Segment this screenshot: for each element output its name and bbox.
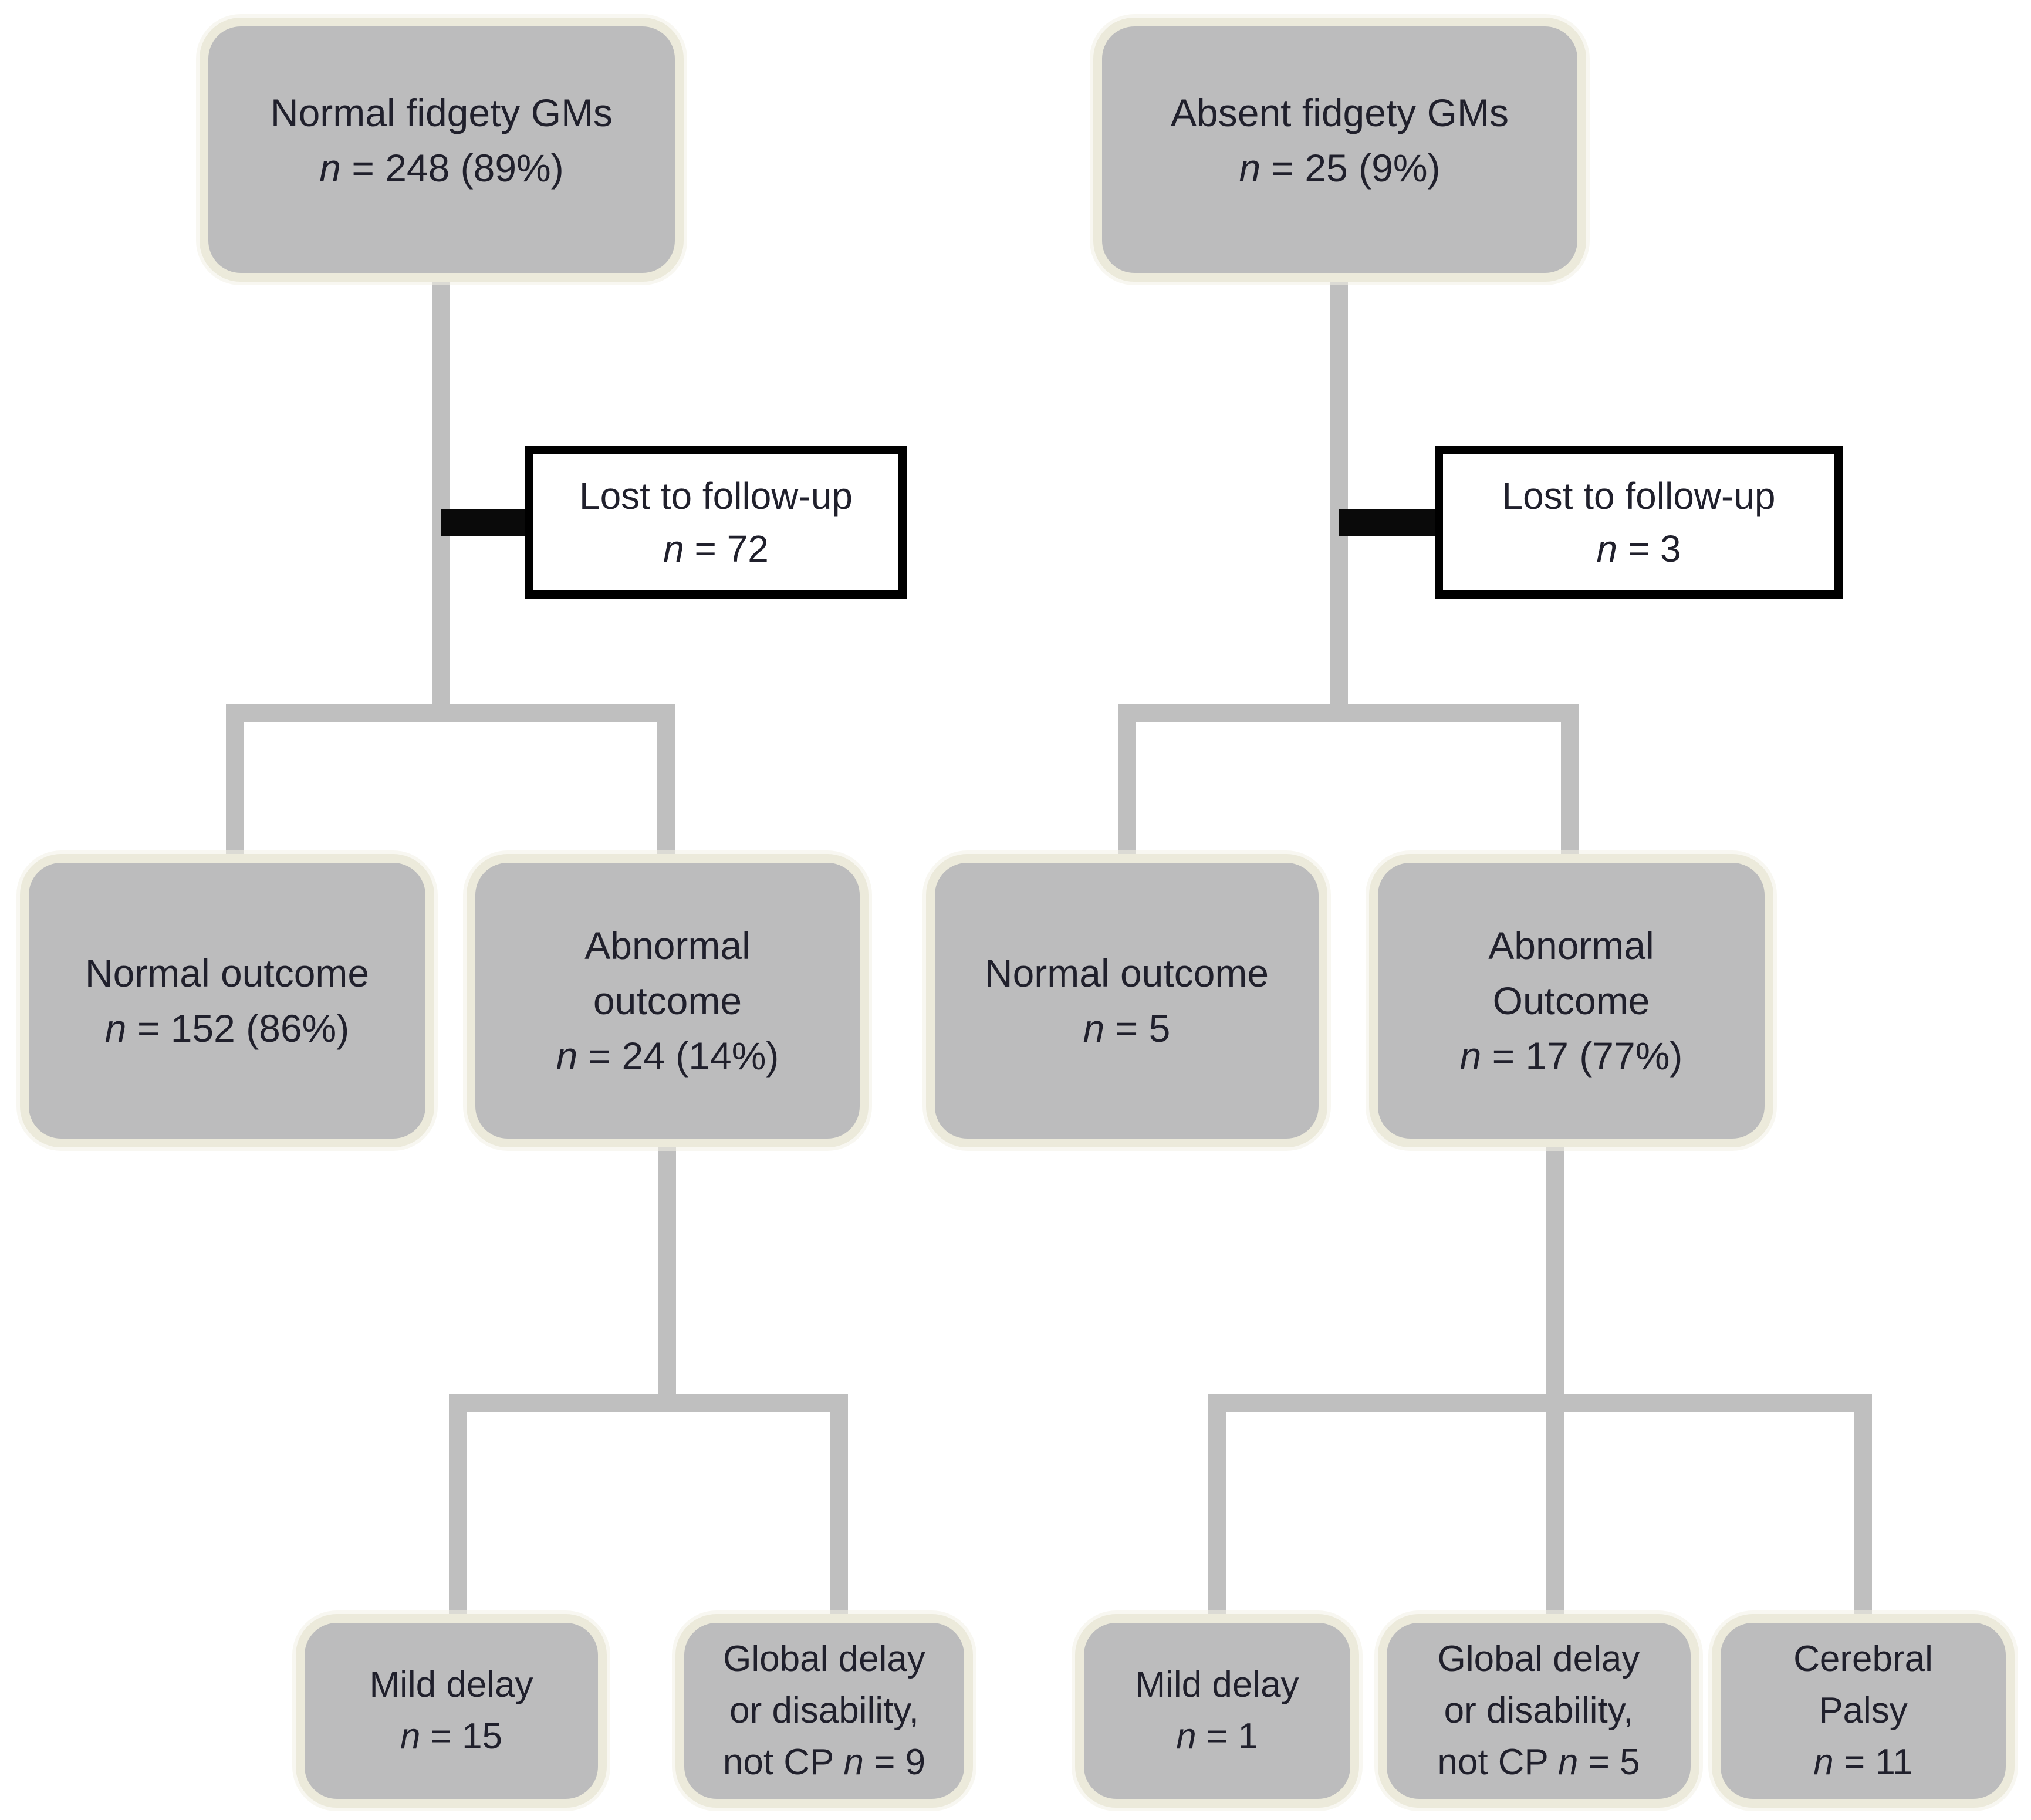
node-count: n = 11 [1813,1742,1913,1782]
callout-count: n = 72 [663,528,769,570]
node-count: n = 15 [400,1716,503,1757]
node-count: n = 24 (14%) [556,1034,779,1078]
callout-label: Lost to follow-up [579,475,853,517]
connector-right-stem [1330,273,1348,719]
connector-left-junction2-drop-right [830,1394,848,1617]
node-normal-outcome-right: Normal outcome n = 5 [926,854,1327,1147]
node-label: Mild delay [1135,1664,1299,1705]
node-count: n = 152 (86%) [104,1007,350,1050]
node-cerebral-palsy: Cerebral Palsy n = 11 [1712,1614,2015,1808]
callout-lost-to-follow-up-left: Lost to follow-up n = 72 [525,446,907,599]
node-count: n = 25 (9%) [1239,146,1441,190]
node-count: n = 1 [1176,1716,1258,1757]
node-abnormal-outcome-left: Abnormal outcome n = 24 (14%) [467,854,869,1147]
node-mild-delay-right: Mild delay n = 1 [1075,1614,1359,1808]
connector-left-junction1-drop-right [657,704,675,857]
node-label: Outcome [1492,979,1650,1022]
node-abnormal-outcome-right: Abnormal Outcome n = 17 (77%) [1369,854,1773,1147]
node-label: Normal outcome [984,951,1269,995]
node-count: not CP n = 5 [1437,1742,1640,1782]
connector-left-lost-stub [441,509,526,536]
node-label: or disability, [1444,1690,1634,1731]
callout-count: n = 3 [1596,528,1681,570]
node-count: not CP n = 9 [722,1742,926,1782]
connector-right-junction2-horizontal [1208,1394,1872,1412]
connector-right-abnormal-stem [1546,1142,1564,1617]
connector-left-stem [432,273,450,719]
node-label: Global delay [1437,1639,1640,1679]
node-label: Mild delay [369,1664,533,1705]
node-label: outcome [593,979,742,1022]
node-normal-fidgety-gms: Normal fidgety GMs n = 248 (89%) [200,18,684,282]
node-global-delay-right: Global delay or disability, not CP n = 5 [1378,1614,1699,1808]
connector-right-junction2-drop-left [1208,1394,1226,1617]
node-global-delay-left: Global delay or disability, not CP n = 9 [675,1614,973,1808]
node-label: Normal outcome [85,951,370,995]
node-count: n = 5 [1083,1007,1171,1050]
connector-left-junction1-horizontal [226,704,675,722]
connector-left-abnormal-stem [658,1142,676,1406]
node-label: Abnormal [584,924,751,967]
node-label: Absent fidgety GMs [1171,91,1509,134]
node-label: Normal fidgety GMs [270,91,613,134]
node-mild-delay-left: Mild delay n = 15 [296,1614,607,1808]
node-count: n = 248 (89%) [319,146,564,190]
connector-left-junction2-horizontal [449,1394,848,1412]
node-absent-fidgety-gms: Absent fidgety GMs n = 25 (9%) [1093,18,1586,282]
callout-label: Lost to follow-up [1502,475,1776,517]
callout-lost-to-follow-up-right: Lost to follow-up n = 3 [1435,446,1843,599]
connector-right-junction1-drop-right [1561,704,1579,857]
node-label: Palsy [1819,1690,1908,1731]
node-normal-outcome-left: Normal outcome n = 152 (86%) [20,854,434,1147]
connector-right-junction2-drop-right [1854,1394,1872,1617]
connector-right-lost-stub [1339,509,1435,536]
connector-right-junction1-horizontal [1118,704,1579,722]
node-label: Global delay [723,1639,925,1679]
node-label: Cerebral [1793,1639,1933,1679]
node-count: n = 17 (77%) [1459,1034,1683,1078]
node-label: Abnormal [1488,924,1654,967]
connector-left-junction1-drop-left [226,704,244,857]
connector-left-junction2-drop-left [449,1394,467,1617]
connector-right-junction1-drop-left [1118,704,1136,857]
node-label: or disability, [729,1690,919,1731]
